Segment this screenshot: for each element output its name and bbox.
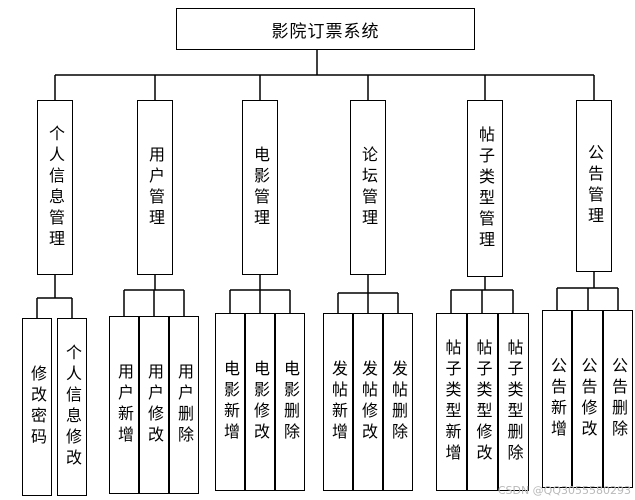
leaf-label: 帖子类型删除 bbox=[504, 339, 524, 465]
leaf-label: 电影删除 bbox=[281, 360, 300, 444]
module-personal-info: 个人信息管理 bbox=[37, 100, 73, 275]
leaf-node: 用户删除 bbox=[169, 316, 199, 494]
leaf-label: 发帖删除 bbox=[389, 360, 408, 444]
leaf-node: 电影新增 bbox=[215, 313, 245, 491]
leaf-node: 发帖删除 bbox=[383, 313, 413, 491]
module-label: 公告管理 bbox=[585, 144, 604, 228]
leaf-node: 电影删除 bbox=[275, 313, 305, 491]
leaf-node: 个人信息修改 bbox=[57, 318, 87, 496]
leaf-label: 修改密码 bbox=[28, 365, 47, 449]
leaf-node: 帖子类型修改 bbox=[467, 313, 498, 491]
module-label: 帖子类型管理 bbox=[476, 125, 495, 252]
leaf-label: 发帖修改 bbox=[359, 360, 378, 444]
module-user: 用户管理 bbox=[137, 100, 173, 275]
leaf-label: 电影新增 bbox=[221, 360, 240, 444]
leaf-label: 个人信息修改 bbox=[63, 344, 82, 470]
module-label: 电影管理 bbox=[251, 145, 270, 230]
leaf-label: 电影修改 bbox=[251, 360, 270, 444]
leaf-node: 发帖修改 bbox=[353, 313, 383, 491]
leaf-node: 帖子类型删除 bbox=[498, 313, 529, 491]
module-forum: 论坛管理 bbox=[350, 100, 386, 275]
module-movie: 电影管理 bbox=[242, 100, 278, 275]
leaf-node: 电影修改 bbox=[245, 313, 275, 491]
leaf-node: 公告修改 bbox=[572, 310, 603, 488]
module-label: 论坛管理 bbox=[359, 145, 378, 230]
root-label: 影院订票系统 bbox=[271, 21, 380, 42]
leaf-node: 帖子类型新增 bbox=[436, 313, 467, 491]
module-label: 用户管理 bbox=[146, 145, 165, 230]
leaf-node: 发帖新增 bbox=[323, 313, 353, 491]
leaf-label: 公告新增 bbox=[548, 357, 567, 441]
leaf-node: 用户修改 bbox=[139, 316, 169, 494]
leaf-node: 修改密码 bbox=[22, 318, 52, 496]
leaf-label: 帖子类型新增 bbox=[442, 339, 462, 465]
module-notice: 公告管理 bbox=[576, 100, 612, 272]
watermark: CSDN @QQ3055580293 bbox=[497, 484, 631, 497]
leaf-node: 公告新增 bbox=[542, 310, 572, 488]
leaf-label: 帖子类型修改 bbox=[473, 339, 493, 465]
leaf-node: 公告删除 bbox=[603, 310, 633, 488]
root-node: 影院订票系统 bbox=[176, 8, 475, 50]
leaf-label: 用户删除 bbox=[175, 363, 194, 447]
module-post-type: 帖子类型管理 bbox=[467, 100, 503, 277]
module-label: 个人信息管理 bbox=[46, 124, 65, 251]
leaf-node: 用户新增 bbox=[109, 316, 139, 494]
leaf-label: 用户新增 bbox=[115, 363, 134, 447]
leaf-label: 发帖新增 bbox=[329, 360, 348, 444]
leaf-label: 用户修改 bbox=[145, 363, 164, 447]
leaf-label: 公告删除 bbox=[609, 357, 628, 441]
leaf-label: 公告修改 bbox=[578, 357, 598, 441]
